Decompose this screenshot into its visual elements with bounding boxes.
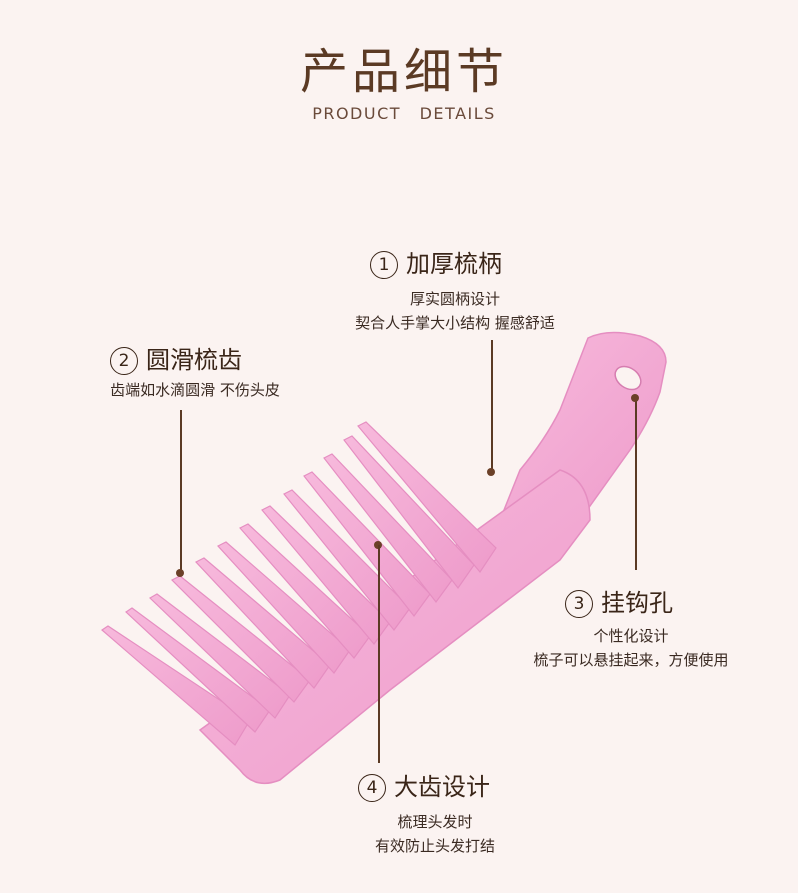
feature-4-leader-line	[378, 545, 380, 763]
feature-1-title: 1 加厚梳柄	[370, 244, 502, 279]
feature-1-line-2: 契合人手掌大小结构 握感舒适	[355, 314, 555, 332]
feature-4-description: 梳理头发时 有效防止头发打结	[330, 810, 540, 858]
feature-1-leader-line	[491, 340, 493, 472]
feature-4-line-2: 有效防止头发打结	[374, 837, 495, 855]
page-title: 产品细节	[299, 44, 508, 100]
feature-2-line-1: 齿端如水滴圆滑 不伤头皮	[110, 381, 280, 399]
feature-3-leader-dot	[631, 394, 639, 402]
feature-3-leader-line	[635, 398, 637, 570]
feature-1-number-badge: 1	[370, 251, 398, 279]
feature-2-number-badge: 2	[110, 347, 138, 375]
feature-3-description: 个性化设计 梳子可以悬挂起来，方便使用	[500, 624, 762, 672]
feature-4-line-1: 梳理头发时	[397, 813, 473, 831]
feature-1-title-text: 加厚梳柄	[406, 250, 502, 278]
feature-4-number-badge: 4	[358, 774, 386, 802]
feature-2-leader-line	[180, 410, 182, 572]
feature-4-title: 4 大齿设计	[358, 767, 490, 802]
feature-2-leader-dot	[176, 569, 184, 577]
feature-1-line-1: 厚实圆柄设计	[409, 290, 500, 308]
feature-4-title-text: 大齿设计	[394, 773, 490, 801]
feature-2-description: 齿端如水滴圆滑 不伤头皮	[70, 378, 320, 402]
feature-2-title-text: 圆滑梳齿	[146, 346, 242, 374]
page-subtitle: PRODUCT DETAILS	[312, 104, 496, 123]
feature-2-title: 2 圆滑梳齿	[110, 340, 242, 375]
feature-3-title-text: 挂钩孔	[601, 589, 673, 617]
feature-3-line-2: 梳子可以悬挂起来，方便使用	[533, 651, 729, 669]
feature-1-description: 厚实圆柄设计 契合人手掌大小结构 握感舒适	[320, 287, 590, 335]
feature-3-line-1: 个性化设计	[593, 627, 669, 645]
feature-1-leader-dot	[487, 468, 495, 476]
feature-3-number-badge: 3	[565, 590, 593, 618]
feature-3-title: 3 挂钩孔	[565, 583, 673, 618]
